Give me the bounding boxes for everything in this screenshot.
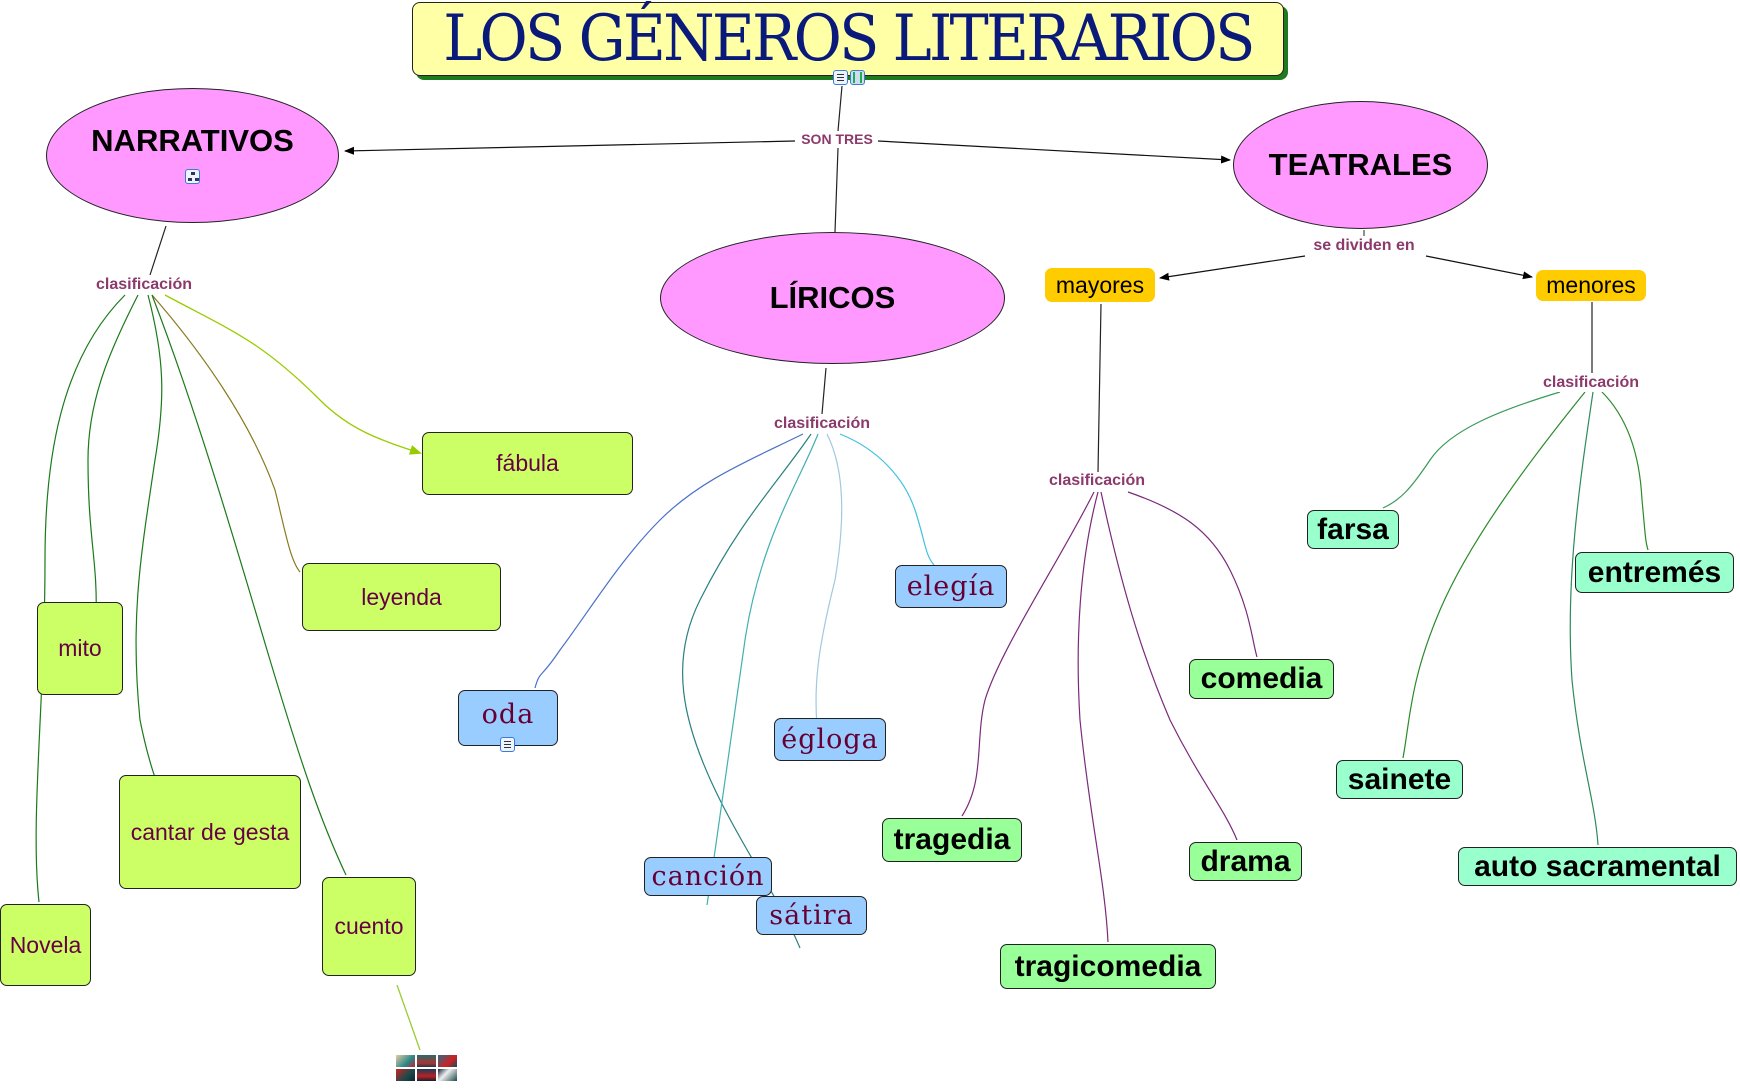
concept-label: oda bbox=[481, 698, 535, 730]
link-divide-menores bbox=[1425, 255, 1533, 280]
concept-label: menores bbox=[1546, 272, 1636, 298]
link-sontres-narrativos bbox=[344, 140, 796, 155]
link-label-clasificacion-menores: clasificación bbox=[1540, 374, 1642, 392]
concept-label: elegía bbox=[906, 571, 996, 602]
document-image-icon[interactable] bbox=[500, 737, 515, 752]
concept-oda[interactable]: oda bbox=[458, 690, 558, 746]
concept-liricos[interactable]: LÍRICOS bbox=[660, 232, 1005, 364]
concept-farsa[interactable]: farsa bbox=[1307, 510, 1399, 549]
concept-label: Novela bbox=[9, 931, 82, 958]
concept-comedia[interactable]: comedia bbox=[1189, 659, 1334, 699]
concept-satira[interactable]: sátira bbox=[756, 896, 867, 935]
link-label-clasificacion-mayores: clasificación bbox=[1046, 472, 1148, 490]
film-icon[interactable] bbox=[850, 70, 865, 85]
concept-label: cuento bbox=[334, 913, 404, 939]
concept-label: sainete bbox=[1347, 762, 1452, 796]
link-mayores-clasif bbox=[1097, 303, 1102, 473]
concept-label: cantar de gesta bbox=[130, 818, 290, 845]
concept-label: LÍRICOS bbox=[769, 280, 896, 315]
concept-label: TEATRALES bbox=[1268, 147, 1453, 182]
concept-label: farsa bbox=[1317, 512, 1389, 546]
link-to-farsa bbox=[1382, 391, 1561, 509]
link-sontres-teatrales bbox=[877, 140, 1231, 164]
link-label-se-dividen-en: se dividen en bbox=[1311, 237, 1417, 255]
concept-label: canción bbox=[651, 861, 765, 892]
thumbnail-image[interactable] bbox=[417, 1069, 436, 1081]
concept-entremes[interactable]: entremés bbox=[1575, 552, 1734, 593]
image-thumbnails[interactable] bbox=[396, 1055, 457, 1081]
link-sontres-liricos bbox=[834, 147, 839, 233]
link-to-egloga bbox=[815, 433, 843, 751]
concept-sainete[interactable]: sainete bbox=[1336, 760, 1463, 799]
concept-label: mayores bbox=[1055, 271, 1145, 298]
concept-menores[interactable]: menores bbox=[1536, 270, 1646, 301]
thumbnail-image[interactable] bbox=[396, 1069, 415, 1081]
link-to-elegia bbox=[839, 433, 935, 566]
link-to-entremes bbox=[1601, 391, 1649, 551]
link-title-sontres bbox=[837, 85, 843, 132]
link-to-sainete bbox=[1402, 391, 1586, 759]
concept-mito[interactable]: mito bbox=[37, 602, 123, 695]
concept-label: drama bbox=[1200, 844, 1291, 878]
concept-label: auto sacramental bbox=[1474, 849, 1721, 883]
link-to-leyenda bbox=[151, 294, 301, 573]
link-to-tragedia bbox=[961, 491, 1095, 817]
link-narrativos-clasif bbox=[149, 225, 167, 276]
concept-novela[interactable]: Novela bbox=[0, 904, 91, 986]
concept-cancion[interactable]: canción bbox=[644, 857, 772, 896]
link-to-auto bbox=[1569, 391, 1599, 846]
thumbnail-image[interactable] bbox=[438, 1055, 457, 1067]
concept-label: fábula bbox=[496, 450, 559, 476]
link-label-son-tres: SON TRES bbox=[799, 131, 875, 147]
concept-tragedia[interactable]: tragedia bbox=[882, 818, 1022, 862]
concept-cuento[interactable]: cuento bbox=[322, 877, 416, 976]
concept-drama[interactable]: drama bbox=[1189, 842, 1302, 881]
document-image-icon[interactable] bbox=[833, 70, 848, 85]
link-divide-mayores bbox=[1159, 255, 1306, 281]
concept-label: tragedia bbox=[893, 823, 1011, 856]
link-liricos-clasif bbox=[821, 367, 827, 415]
concept-auto-sacramental[interactable]: auto sacramental bbox=[1458, 847, 1737, 886]
concept-egloga[interactable]: égloga bbox=[774, 718, 886, 761]
thumbnail-image[interactable] bbox=[396, 1055, 415, 1067]
thumbnail-image[interactable] bbox=[417, 1055, 436, 1067]
concept-mayores[interactable]: mayores bbox=[1045, 268, 1155, 302]
concept-label: égloga bbox=[781, 724, 879, 755]
concept-cantar-de-gesta[interactable]: cantar de gesta bbox=[119, 775, 301, 889]
concept-label: sátira bbox=[769, 900, 854, 931]
title-node[interactable]: LOS GÉNEROS LITERARIOS bbox=[412, 2, 1284, 76]
concept-label: leyenda bbox=[361, 583, 442, 610]
link-to-fabula bbox=[164, 294, 422, 455]
thumbnail-image[interactable] bbox=[438, 1069, 457, 1081]
concept-label: entremés bbox=[1587, 555, 1722, 589]
link-to-mito bbox=[87, 294, 139, 621]
concept-map-icon[interactable] bbox=[185, 169, 200, 184]
concept-leyenda[interactable]: leyenda bbox=[302, 563, 501, 631]
link-label-clasificacion-narrativos: clasificación bbox=[93, 276, 195, 294]
link-to-oda bbox=[534, 433, 804, 689]
link-to-novela bbox=[35, 294, 126, 903]
concept-fabula[interactable]: fábula bbox=[422, 432, 633, 495]
link-label-clasificacion-liricos: clasificación bbox=[771, 415, 873, 433]
concept-teatrales[interactable]: TEATRALES bbox=[1233, 101, 1488, 229]
link-to-comedia bbox=[1127, 491, 1258, 658]
link-cuento-thumbs bbox=[396, 984, 421, 1051]
link-to-drama bbox=[1100, 491, 1238, 841]
link-to-cancion bbox=[706, 433, 819, 906]
concept-elegia[interactable]: elegía bbox=[895, 565, 1007, 608]
concept-label: tragicomedia bbox=[1014, 949, 1202, 983]
link-to-cantar bbox=[135, 294, 169, 816]
concept-label: NARRATIVOS bbox=[91, 123, 294, 158]
concept-narrativos[interactable]: NARRATIVOS bbox=[46, 88, 339, 223]
concept-label: comedia bbox=[1200, 662, 1323, 695]
page-title: LOS GÉNEROS LITERARIOS bbox=[443, 2, 1255, 76]
concept-tragicomedia[interactable]: tragicomedia bbox=[1000, 944, 1216, 989]
link-to-tragicomedia bbox=[1077, 491, 1109, 943]
concept-label: mito bbox=[58, 635, 102, 661]
link-to-cuento bbox=[151, 294, 347, 876]
